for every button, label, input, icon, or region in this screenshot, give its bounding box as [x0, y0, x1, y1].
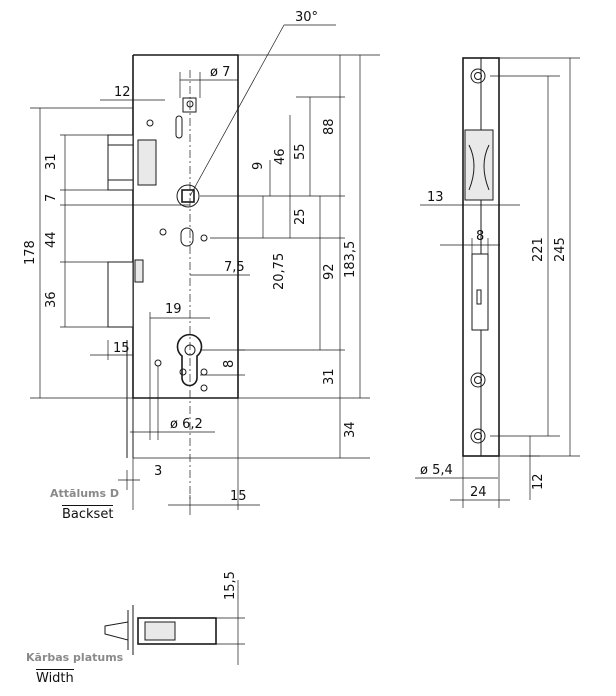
dim-12b: 12 [531, 473, 546, 490]
dim-3: 3 [154, 464, 162, 479]
dim-92: 92 [322, 263, 337, 280]
side-view-dimension-lines [415, 57, 580, 508]
dim-angle: 30° [295, 10, 318, 25]
bottom-width-view [104, 580, 245, 665]
dim-178: 178 [23, 240, 38, 265]
dimension-texts: 30° ø 7 12 88 31 9 46 55 7 25 178 44 20,… [23, 10, 568, 600]
dim-9: 9 [251, 162, 266, 170]
dim-8b: 8 [476, 229, 484, 244]
dim-1835: 183,5 [343, 241, 358, 278]
dim-245: 245 [553, 237, 568, 262]
dim-36: 36 [44, 291, 59, 308]
faceplate-side-view [462, 57, 500, 457]
dim-12: 12 [114, 85, 131, 100]
dim-75: 7,5 [224, 260, 245, 275]
dim-24: 24 [470, 485, 487, 500]
dim-54: ø 5,4 [420, 463, 453, 478]
dim-55: 55 [293, 143, 308, 160]
dim-88: 88 [322, 118, 337, 135]
main-view-dimension-lines [30, 24, 380, 515]
dim-31a: 31 [44, 153, 59, 170]
dim-7b: 7 [44, 194, 59, 202]
dead-bolt [107, 261, 134, 328]
dim-31b: 31 [322, 368, 337, 385]
dim-25: 25 [293, 208, 308, 225]
backset-label-en: Backset [62, 505, 114, 522]
dim-19: 19 [165, 302, 182, 317]
dim-62: ø 6,2 [170, 417, 203, 432]
dim-44: 44 [44, 231, 59, 248]
lock-body-front-view [107, 54, 239, 510]
spindle-square [181, 189, 195, 203]
latch-bolt [107, 134, 134, 191]
dim-155: 15,5 [223, 571, 238, 600]
dim-8a: 8 [222, 360, 237, 368]
dim-13: 13 [427, 190, 444, 205]
dim-d7: ø 7 [210, 65, 230, 80]
cylinder-hole [176, 333, 203, 387]
dim-2075: 20,75 [272, 253, 287, 290]
width-label-en: Width [36, 669, 74, 686]
dim-221: 221 [531, 237, 546, 262]
dim-34: 34 [343, 421, 358, 438]
dim-15a: 15 [113, 341, 130, 356]
width-label-lv: Kārbas platums [26, 651, 124, 664]
dim-15b: 15 [230, 489, 247, 504]
dim-46: 46 [273, 148, 288, 165]
backset-label-lv: Attālums D [50, 487, 120, 500]
